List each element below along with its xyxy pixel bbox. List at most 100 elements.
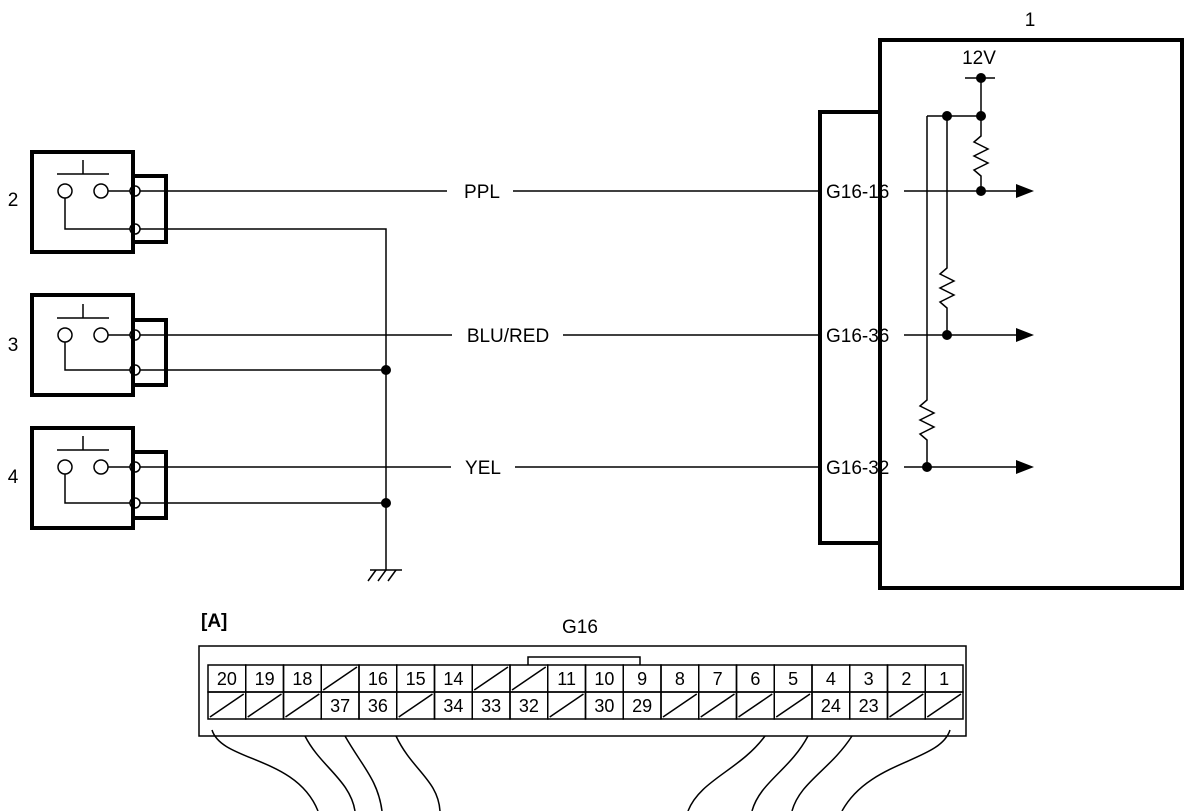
pin-cell-7: 7	[698, 664, 738, 693]
pin-cell-empty	[924, 691, 964, 720]
harness-wire	[211, 729, 319, 811]
pin-cell-empty	[245, 691, 285, 720]
pin-cell-33: 33	[471, 691, 511, 720]
pin-cell-1: 1	[924, 664, 964, 693]
pin-cell-36: 36	[358, 691, 398, 720]
pin-number: 2	[901, 669, 911, 689]
pin-cell-19: 19	[245, 664, 285, 693]
pin-number: 18	[292, 669, 312, 689]
pin-cell-32: 32	[509, 691, 549, 720]
resistor-icon	[938, 116, 956, 335]
pin-cell-8: 8	[660, 664, 700, 693]
switch-lead	[64, 198, 130, 230]
pin-cell-empty	[698, 691, 738, 720]
switch-lead	[64, 342, 130, 371]
switch-label: 4	[8, 467, 19, 488]
pin-number: 11	[557, 669, 576, 689]
unused-pin-slash	[926, 693, 962, 718]
pin-number: 5	[788, 669, 798, 689]
pin-cell-empty	[886, 691, 926, 720]
unused-pin-slash	[473, 666, 509, 691]
pin-cell-empty	[735, 691, 775, 720]
view-label: [A]	[201, 611, 227, 632]
pin-cell-6: 6	[735, 664, 775, 693]
harness-wire	[791, 735, 853, 811]
unused-pin-slash	[775, 693, 811, 718]
ground-icon	[367, 569, 402, 582]
pin-number: 23	[859, 696, 879, 716]
pin-cell-14: 14	[433, 664, 473, 693]
pin-cell-18: 18	[282, 664, 322, 693]
terminal-label-g16-16: G16-16	[826, 182, 889, 203]
arrow-right-icon	[1016, 184, 1034, 198]
wire-color-label: BLU/RED	[467, 326, 549, 347]
harness-wire	[687, 735, 766, 811]
unused-pin-slash	[209, 693, 245, 718]
unused-pin-slash	[889, 693, 924, 718]
pin-number: 32	[519, 696, 539, 716]
pin-cell-empty	[660, 691, 700, 720]
switch-contact-icon	[57, 183, 73, 199]
pin-cell-34: 34	[433, 691, 473, 720]
pin-cell-15: 15	[396, 664, 436, 693]
wire-color-label: YEL	[465, 458, 501, 479]
pin-cell-37: 37	[320, 691, 360, 720]
pin-number: 1	[939, 669, 949, 689]
switch-body	[30, 426, 135, 530]
pin-number: 20	[217, 669, 237, 689]
wire-blu-red: BLU/RED	[140, 326, 822, 347]
switch-connector	[133, 174, 168, 244]
pin-cell-2: 2	[886, 664, 926, 693]
pullup-resistor-16	[972, 116, 990, 196]
pin-number: 19	[255, 669, 275, 689]
unused-pin-slash	[662, 693, 698, 718]
switch-body	[30, 150, 135, 254]
terminal-label-g16-36: G16-36	[826, 326, 889, 347]
pin-number: 30	[594, 696, 614, 716]
unused-pin-slash	[700, 693, 735, 718]
pin-cell-empty	[320, 664, 360, 693]
wire-color-label: PPL	[464, 182, 500, 203]
terminal-label-g16-32: G16-32	[826, 458, 889, 479]
ground-junction	[381, 365, 391, 375]
wire-yel: YEL	[140, 458, 822, 479]
pin-cell-empty	[207, 691, 247, 720]
switch-label: 2	[8, 190, 19, 211]
wire-ppl: PPL	[140, 182, 822, 203]
pin-cell-empty	[547, 691, 587, 720]
pin-cell-30: 30	[584, 691, 624, 720]
pin-number: 9	[637, 669, 647, 689]
wire-harness	[211, 729, 951, 811]
pin-cell-24: 24	[811, 691, 851, 720]
harness-wire	[841, 729, 951, 811]
unused-pin-slash	[511, 666, 547, 691]
pin-cell-10: 10	[584, 664, 624, 693]
pin-cell-empty	[282, 691, 322, 720]
pin-cell-empty	[509, 664, 549, 693]
switch-label: 3	[8, 335, 19, 356]
ecu-label: 1	[1025, 10, 1036, 31]
pin-number: 4	[826, 669, 836, 689]
switch-connector	[133, 450, 168, 520]
switch-3: 3	[8, 293, 168, 397]
harness-wire	[751, 735, 809, 811]
arrow-right-icon	[1016, 328, 1034, 342]
pullup-resistor-36	[938, 116, 956, 340]
switch-lead	[64, 474, 130, 504]
ecu-body	[878, 38, 1184, 590]
unused-pin-slash	[285, 693, 320, 718]
internal-signal-36	[904, 328, 1034, 342]
pin-number: 3	[864, 669, 874, 689]
pin-number: 29	[632, 696, 652, 716]
resistor-icon	[972, 116, 990, 191]
ecu-connector-shell	[818, 110, 880, 545]
pin-cell-5: 5	[773, 664, 813, 693]
pin-number: 14	[443, 669, 463, 689]
internal-signal-16	[904, 184, 1034, 198]
pin-cell-20: 20	[207, 664, 247, 693]
resistor-icon	[918, 116, 936, 467]
pin-cell-9: 9	[622, 664, 662, 693]
